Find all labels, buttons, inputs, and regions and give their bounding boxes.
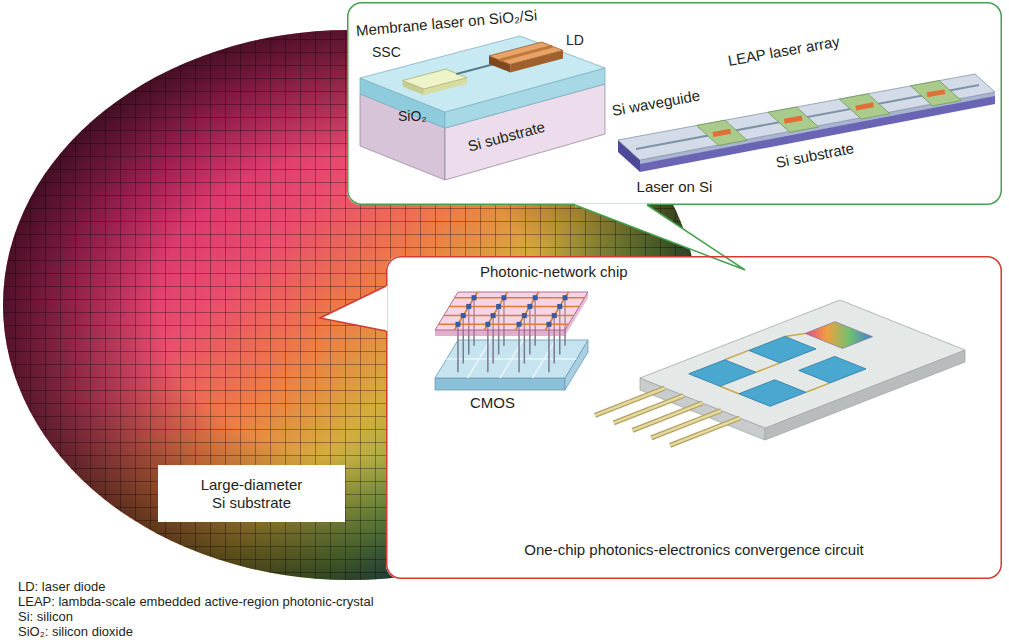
photonic-network-chip-figure (435, 292, 588, 330)
membrane-laser-figure (489, 42, 563, 64)
callout-fill (386, 256, 1002, 579)
membrane-laser-figure (360, 36, 605, 180)
node-text: Laser on Si (637, 178, 713, 196)
optical-fiber (595, 388, 665, 415)
tail-opening (575, 204, 647, 207)
tail-opening (385, 286, 388, 331)
network-node (546, 322, 551, 327)
network-node (552, 313, 557, 318)
convergence-chip-figure (689, 360, 756, 387)
optical-fiber (614, 396, 684, 423)
figure-title: LEAP laser array (727, 32, 841, 69)
network-node (455, 322, 460, 327)
optical-fiber (614, 396, 684, 423)
network-node (472, 295, 477, 300)
membrane-laser-figure (500, 46, 553, 60)
callout-border (387, 257, 1002, 579)
node-text: One-chip photonics-electronics convergen… (524, 541, 863, 559)
network-node (496, 304, 501, 309)
network-node (527, 304, 532, 309)
optical-fiber (633, 403, 703, 430)
optical-fiber (595, 388, 740, 445)
abbreviation-note: Si: silicon (18, 610, 73, 625)
leap-laser-array-figure (697, 120, 748, 145)
network-node (522, 313, 527, 318)
convergence-chip-figure (799, 356, 866, 383)
part-label: LD (566, 32, 584, 48)
optical-fiber (651, 411, 721, 438)
callout-tail (320, 286, 386, 331)
figure-title: Membrane laser on SiO₂/Si (355, 6, 538, 39)
callout-fill (347, 2, 1002, 205)
callout-border (348, 3, 1002, 205)
network-node (533, 295, 538, 300)
leap-laser-array-figure (839, 94, 890, 119)
optical-fiber (633, 403, 703, 430)
leap-laser-array-figure (911, 81, 962, 106)
abbreviation-note: LD: laser diode (18, 580, 105, 595)
callout-fill (320, 2, 1002, 579)
network-node (557, 304, 562, 309)
leap-laser-array-figure (768, 107, 819, 132)
leap-laser-array-figure (713, 131, 731, 134)
layer-label: SiO₂ (398, 108, 427, 124)
leap-laser-array-figure (784, 118, 802, 121)
node-text: Large-diameter Si substrate (196, 476, 308, 512)
photonic-network-chip-figure (438, 292, 584, 330)
abbreviation-note: SiO₂: silicon dioxide (18, 625, 133, 640)
optical-fiber (651, 411, 721, 438)
network-node (501, 295, 506, 300)
convergence-chip-figure (739, 380, 806, 407)
abbreviation-note: LEAP: lambda-scale embedded active-regio… (18, 595, 374, 610)
substrate-label-box: Large-diameter Si substrate (158, 465, 345, 522)
photonic-network-chip-figure (435, 378, 565, 390)
part-label: SSC (372, 44, 401, 60)
optical-fiber (670, 418, 740, 445)
membrane-laser-figure (403, 69, 467, 89)
callout-tail (575, 205, 745, 270)
network-node (485, 322, 490, 327)
callout-bubble: One-chip photonics-electronics convergen… (386, 256, 1002, 579)
callout-outline (386, 256, 1002, 579)
photonic-network-chip-figure (435, 292, 588, 390)
convergence-chip-figure (805, 322, 873, 349)
photonic-network-chip-figure (447, 340, 577, 378)
convergence-chip-figure (749, 336, 816, 363)
layer-label: Si substrate (466, 118, 547, 155)
network-node (466, 304, 471, 309)
network-node (563, 295, 568, 300)
convergence-chip-figure (595, 300, 965, 445)
leap-laser-array-figure (856, 105, 874, 108)
photonic-network-chip-figure (435, 330, 565, 336)
optical-fiber (670, 418, 740, 445)
optical-fiber (595, 388, 665, 415)
network-node (491, 313, 496, 318)
network-node (455, 295, 567, 327)
part-label: Si waveguide (611, 87, 702, 119)
leap-laser-array-figure (927, 92, 945, 95)
network-node (461, 313, 466, 318)
callout-tail-fill (320, 286, 386, 331)
part-label: CMOS (470, 394, 515, 411)
leap-laser-array-figure (618, 74, 995, 172)
figure-title: Photonic-network chip (480, 263, 628, 280)
network-node (517, 322, 522, 327)
layer-label: Si substrate (774, 139, 855, 171)
